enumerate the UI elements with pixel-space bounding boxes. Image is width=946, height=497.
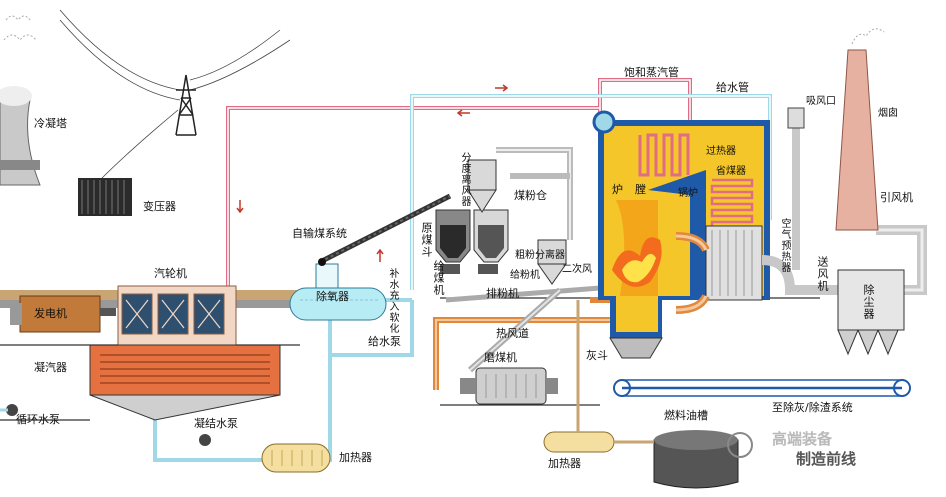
label-coal-mill: 磨煤机 [484,351,517,364]
label-pulverized-feeder: 给粉机 [510,270,540,281]
label-saturated-steam-pipe: 饱和蒸汽管 [624,66,679,79]
label-condensate-pump: 凝结水泵 [194,417,238,430]
coal-mill-shape [460,367,558,405]
label-superheater: 过热器 [706,146,736,157]
label-fine-separator: 分度离风器 [459,152,470,207]
label-feed-pump: 给水泵 [368,335,401,348]
coal-conveyor [318,193,452,266]
label-coal-feeder: 给煤机 [432,260,445,296]
watermark-icon [727,432,753,458]
label-ash-system: 至除灰/除渣系统 [772,401,853,414]
label-heater-left: 加热器 [339,451,372,464]
label-heater-right: 加热器 [548,457,581,470]
circulating-pump-shape [0,404,18,416]
label-turbine: 汽轮机 [154,267,187,280]
label-coal-conveyor: 自输煤系统 [292,227,347,240]
label-makeup-water: 补水充入软化 [387,268,398,334]
transformer [78,178,132,216]
dust-collector-shape [837,269,905,356]
label-furnace: 炉膛 [612,183,658,196]
watermark-text: 制造前线 [796,450,857,468]
label-cooling-tower: 冷凝塔 [34,117,67,130]
cooling-tower [0,15,41,186]
air-inlet-shape [787,107,805,129]
label-economizer: 省煤器 [716,166,746,177]
heater-right-shape [543,300,654,453]
pylon [175,74,197,136]
label-boiler: 锅炉 [678,188,698,199]
label-fuel-tank: 燃料油槽 [664,409,708,422]
power-lines [59,9,291,181]
watermark-faded: 高端装备 [772,430,833,448]
label-forced-fan: 送风机 [816,256,829,292]
fuel-tank-shape [653,430,739,489]
label-feedwater-pipe: 给水管 [716,81,749,94]
label-ash-hopper: 灰斗 [586,349,608,362]
deaerator-shape [289,263,387,321]
label-chimney: 烟囱 [878,108,898,119]
turbine-set [0,285,330,347]
label-condenser: 凝汽器 [34,361,67,374]
label-exhaust-fan: 排粉机 [486,287,519,300]
label-transformer: 变压器 [143,200,176,213]
condensate-pump-shape [199,434,211,446]
chimney-shape [835,28,885,231]
label-circulating-pump: 循环水泵 [16,413,60,426]
heater-left-shape [261,443,331,473]
condenser [89,344,281,421]
label-deaerator: 除氧器 [316,290,349,303]
label-induced-fan: 引风机 [880,191,913,204]
label-generator: 发电机 [34,307,67,320]
flue-ducts [761,112,927,295]
flow-arrows [236,84,509,262]
label-hot-air-duct: 热风道 [496,327,529,340]
label-air-preheater: 空气预热器 [779,218,790,273]
label-secondary-air: 二次风 [562,264,592,275]
label-dust-collector: 除尘器 [862,284,875,320]
label-coarse-separator: 粗粉分离器 [515,250,565,261]
ash-conveyor [613,379,911,397]
label-air-inlet: 吸风口 [806,96,836,107]
coal-bunkers [435,209,509,274]
label-coal-bunker: 煤粉仓 [514,189,547,202]
label-raw-coal-hopper: 原煤斗 [420,222,433,258]
air-preheater-shape [675,225,763,314]
separators [467,147,573,285]
